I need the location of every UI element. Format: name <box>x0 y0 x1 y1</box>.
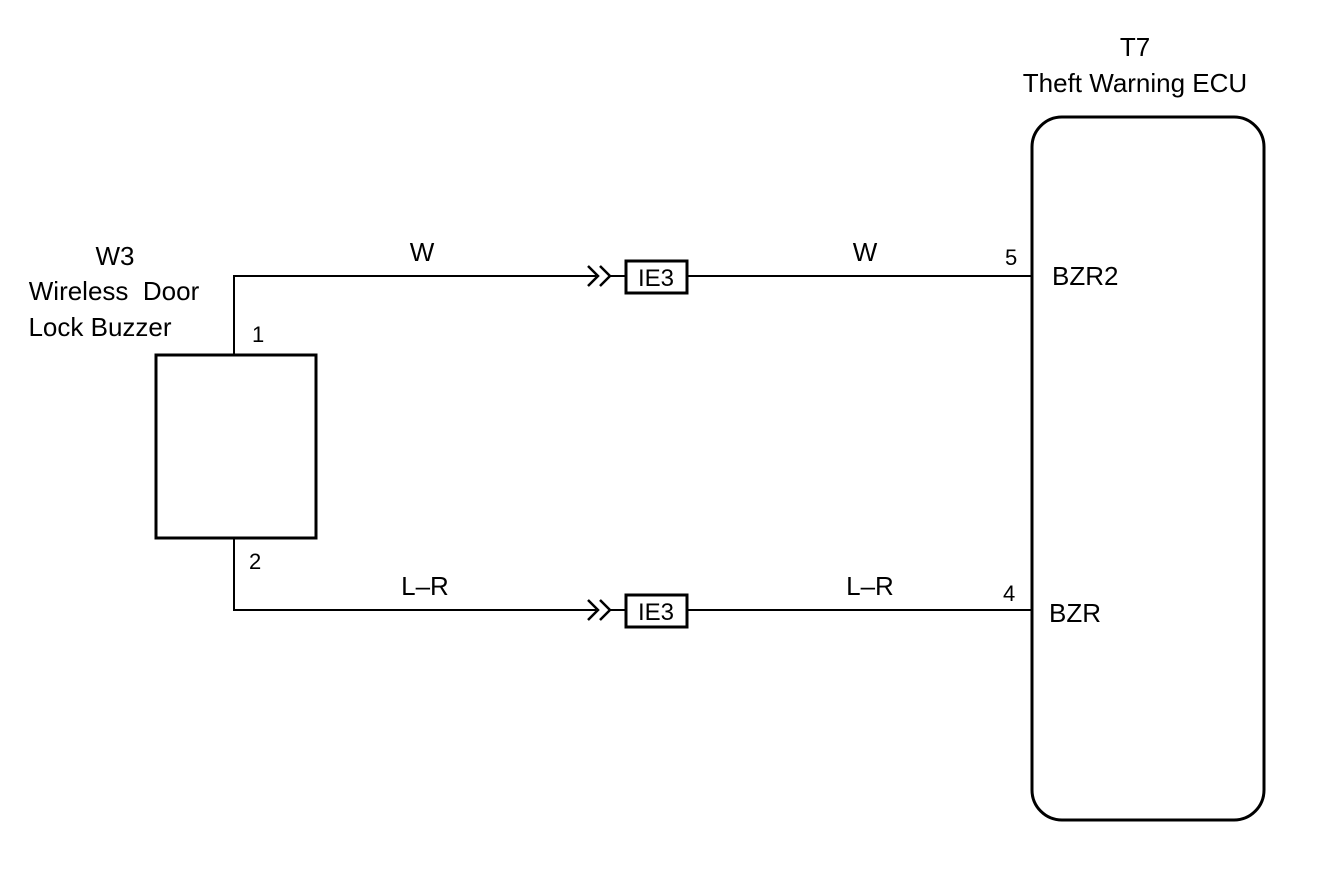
buzzer-name-line1: Wireless Door <box>29 276 200 306</box>
connector-chevron-icon <box>587 265 600 287</box>
connector-chevron-icon <box>587 599 600 621</box>
buzzer-code: W3 <box>96 241 135 271</box>
connector-ie3-bottom-label: IE3 <box>638 599 674 626</box>
ecu-code: T7 <box>1120 32 1150 62</box>
connector-ie3-top-label: IE3 <box>638 265 674 292</box>
wire-top-right-color: W <box>853 237 878 267</box>
connector-chevron-icon <box>599 265 612 287</box>
ecu-pin-4: 4 <box>1003 581 1015 606</box>
wire-bottom-left <box>233 538 596 611</box>
ecu-pin-5: 5 <box>1005 245 1017 270</box>
wire-top-left-color: W <box>410 237 435 267</box>
ecu-pin-bzr-label: BZR <box>1049 598 1101 628</box>
wire-bottom-left-color: L–R <box>401 571 449 601</box>
connector-chevron-icon <box>599 599 612 621</box>
ecu-pin-bzr2-label: BZR2 <box>1052 261 1118 291</box>
buzzer-pin-1: 1 <box>252 322 264 347</box>
ecu-name: Theft Warning ECU <box>1023 68 1247 98</box>
ecu-component <box>1030 115 1266 822</box>
wire-bottom-right-color: L–R <box>846 571 894 601</box>
wire-top-left <box>233 275 596 355</box>
buzzer-name-line2: Lock Buzzer <box>28 312 171 342</box>
buzzer-pin-2: 2 <box>249 549 261 574</box>
buzzer-component <box>154 353 318 540</box>
